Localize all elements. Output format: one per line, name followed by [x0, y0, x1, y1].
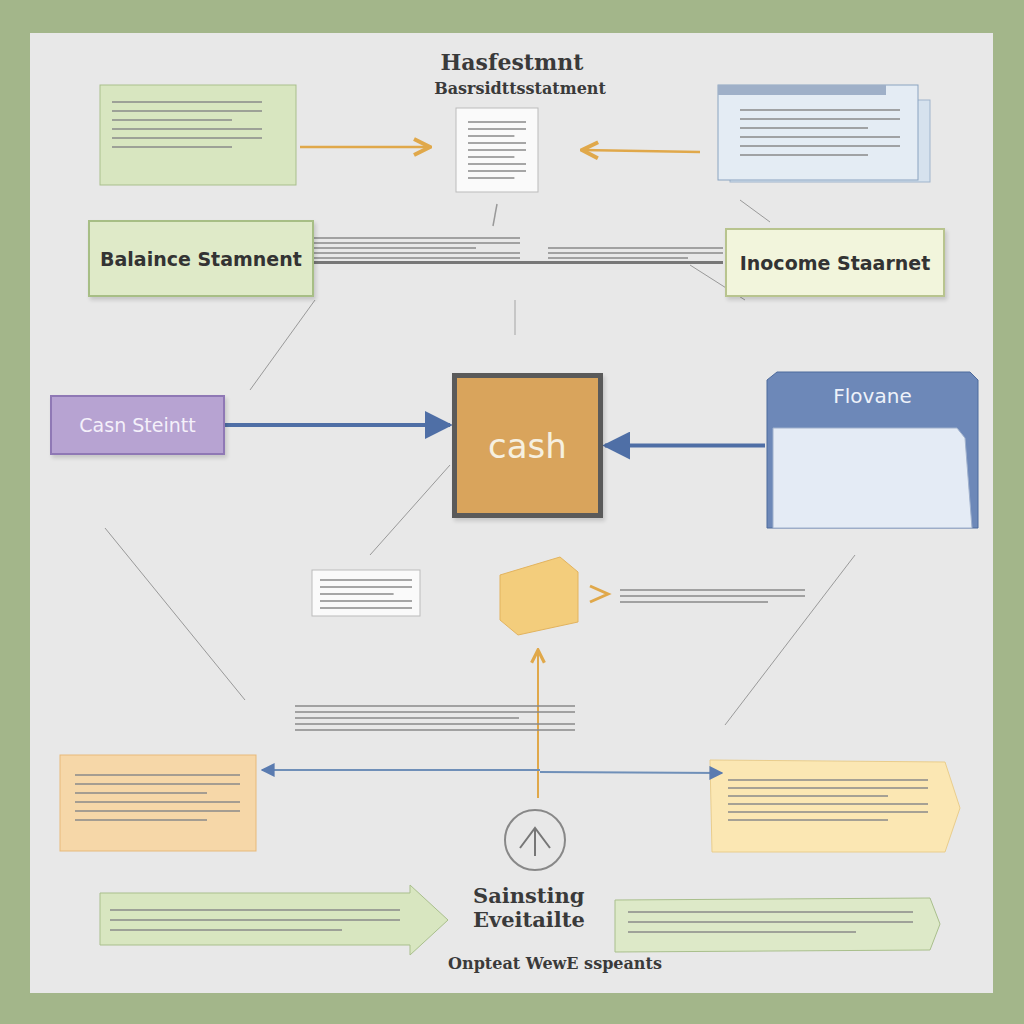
text-line: [628, 911, 913, 913]
arrow: [262, 769, 540, 771]
note-card: [60, 755, 256, 851]
cube-icon: [500, 557, 578, 635]
node-label: Balaince Stamnent: [100, 248, 302, 270]
node-label: Casn Steintt: [79, 414, 195, 436]
text-line: [728, 811, 928, 813]
text-line: [320, 607, 412, 609]
title: Hasfestmnt: [441, 50, 584, 75]
text-line: [320, 579, 412, 581]
caption: Onpteat WewE sspeants: [448, 955, 662, 973]
arrow: [540, 772, 722, 773]
text-line: [548, 257, 688, 259]
text-line: [295, 705, 575, 707]
text-line: [740, 127, 868, 129]
text-line: [740, 109, 900, 111]
text-line: [620, 589, 805, 591]
text-line: [110, 929, 342, 931]
logo-circle: [505, 810, 565, 870]
text-line: [728, 819, 888, 821]
document-icon: [312, 570, 420, 616]
text-line: [75, 783, 240, 785]
folder-sheet: [773, 428, 972, 528]
text-line: [300, 237, 520, 239]
text-line: [110, 919, 400, 921]
note-card: [710, 760, 960, 852]
node-label: Flovane: [833, 384, 911, 408]
text-line: [75, 810, 240, 812]
text-line: [468, 128, 526, 130]
text-line: [112, 101, 262, 103]
text-line: [468, 163, 526, 165]
text-line: [740, 145, 900, 147]
text-line: [320, 593, 394, 595]
arrow: [493, 204, 497, 226]
text-line: [468, 135, 514, 137]
text-line: [628, 931, 856, 933]
text-line: [300, 242, 520, 244]
text-line: [740, 136, 900, 138]
cash-box: cash: [452, 373, 603, 518]
text-line: [112, 128, 262, 130]
note-card: [718, 85, 918, 180]
text-line: [728, 795, 888, 797]
document-icon: [456, 108, 538, 192]
center-label: Sainsting Eveitailte: [473, 884, 583, 932]
text-line: [320, 586, 412, 588]
text-line: [295, 711, 575, 713]
note-header: [718, 85, 886, 95]
text-line: [468, 149, 526, 151]
connector: [605, 444, 765, 448]
text-line: [320, 600, 412, 602]
arrow: [590, 586, 608, 602]
text-line: [295, 729, 575, 731]
text-line: [548, 247, 723, 249]
text-line: [728, 779, 928, 781]
node-label: Inocome Staarnet: [740, 252, 931, 274]
text-line: [620, 595, 805, 597]
text-line: [112, 137, 262, 139]
text-line: [112, 146, 232, 148]
text-line: [740, 154, 868, 156]
connector: [225, 423, 450, 427]
subtitle: Basrsidttsstatment: [434, 80, 606, 98]
text-line: [300, 247, 476, 249]
leader-line: [514, 300, 516, 335]
text-line: [468, 142, 526, 144]
text-line: [468, 177, 514, 179]
text-line: [75, 792, 207, 794]
text-line: [75, 819, 207, 821]
text-line: [300, 257, 520, 259]
text-line: [295, 717, 519, 719]
text-line: [728, 787, 928, 789]
text-line: [75, 801, 240, 803]
statement-box: Balaince Stamnent: [88, 220, 314, 297]
folder-back: [767, 372, 978, 528]
note-card: [100, 85, 296, 185]
text-line: [295, 723, 575, 725]
text-line: [548, 252, 723, 254]
text-line: [300, 252, 520, 254]
text-line: [468, 121, 526, 123]
text-line: [728, 803, 928, 805]
text-line: [110, 909, 400, 911]
arrow-banner: [100, 885, 448, 955]
connector: [314, 261, 723, 264]
text-line: [468, 156, 514, 158]
text-line: [112, 110, 262, 112]
text-line: [112, 119, 232, 121]
logo-mark: [520, 828, 550, 856]
arrow: [300, 146, 430, 149]
folder-card: Flovane: [765, 370, 980, 530]
statement-box: Inocome Staarnet: [725, 228, 945, 297]
text-line: [628, 921, 913, 923]
text-line: [740, 118, 900, 120]
text-line: [620, 601, 768, 603]
arrow: [582, 150, 700, 152]
node-label: cash: [488, 426, 567, 466]
text-line: [75, 774, 240, 776]
statement-box: Casn Steintt: [50, 395, 225, 455]
arrow-banner: [615, 898, 940, 952]
text-line: [468, 170, 526, 172]
